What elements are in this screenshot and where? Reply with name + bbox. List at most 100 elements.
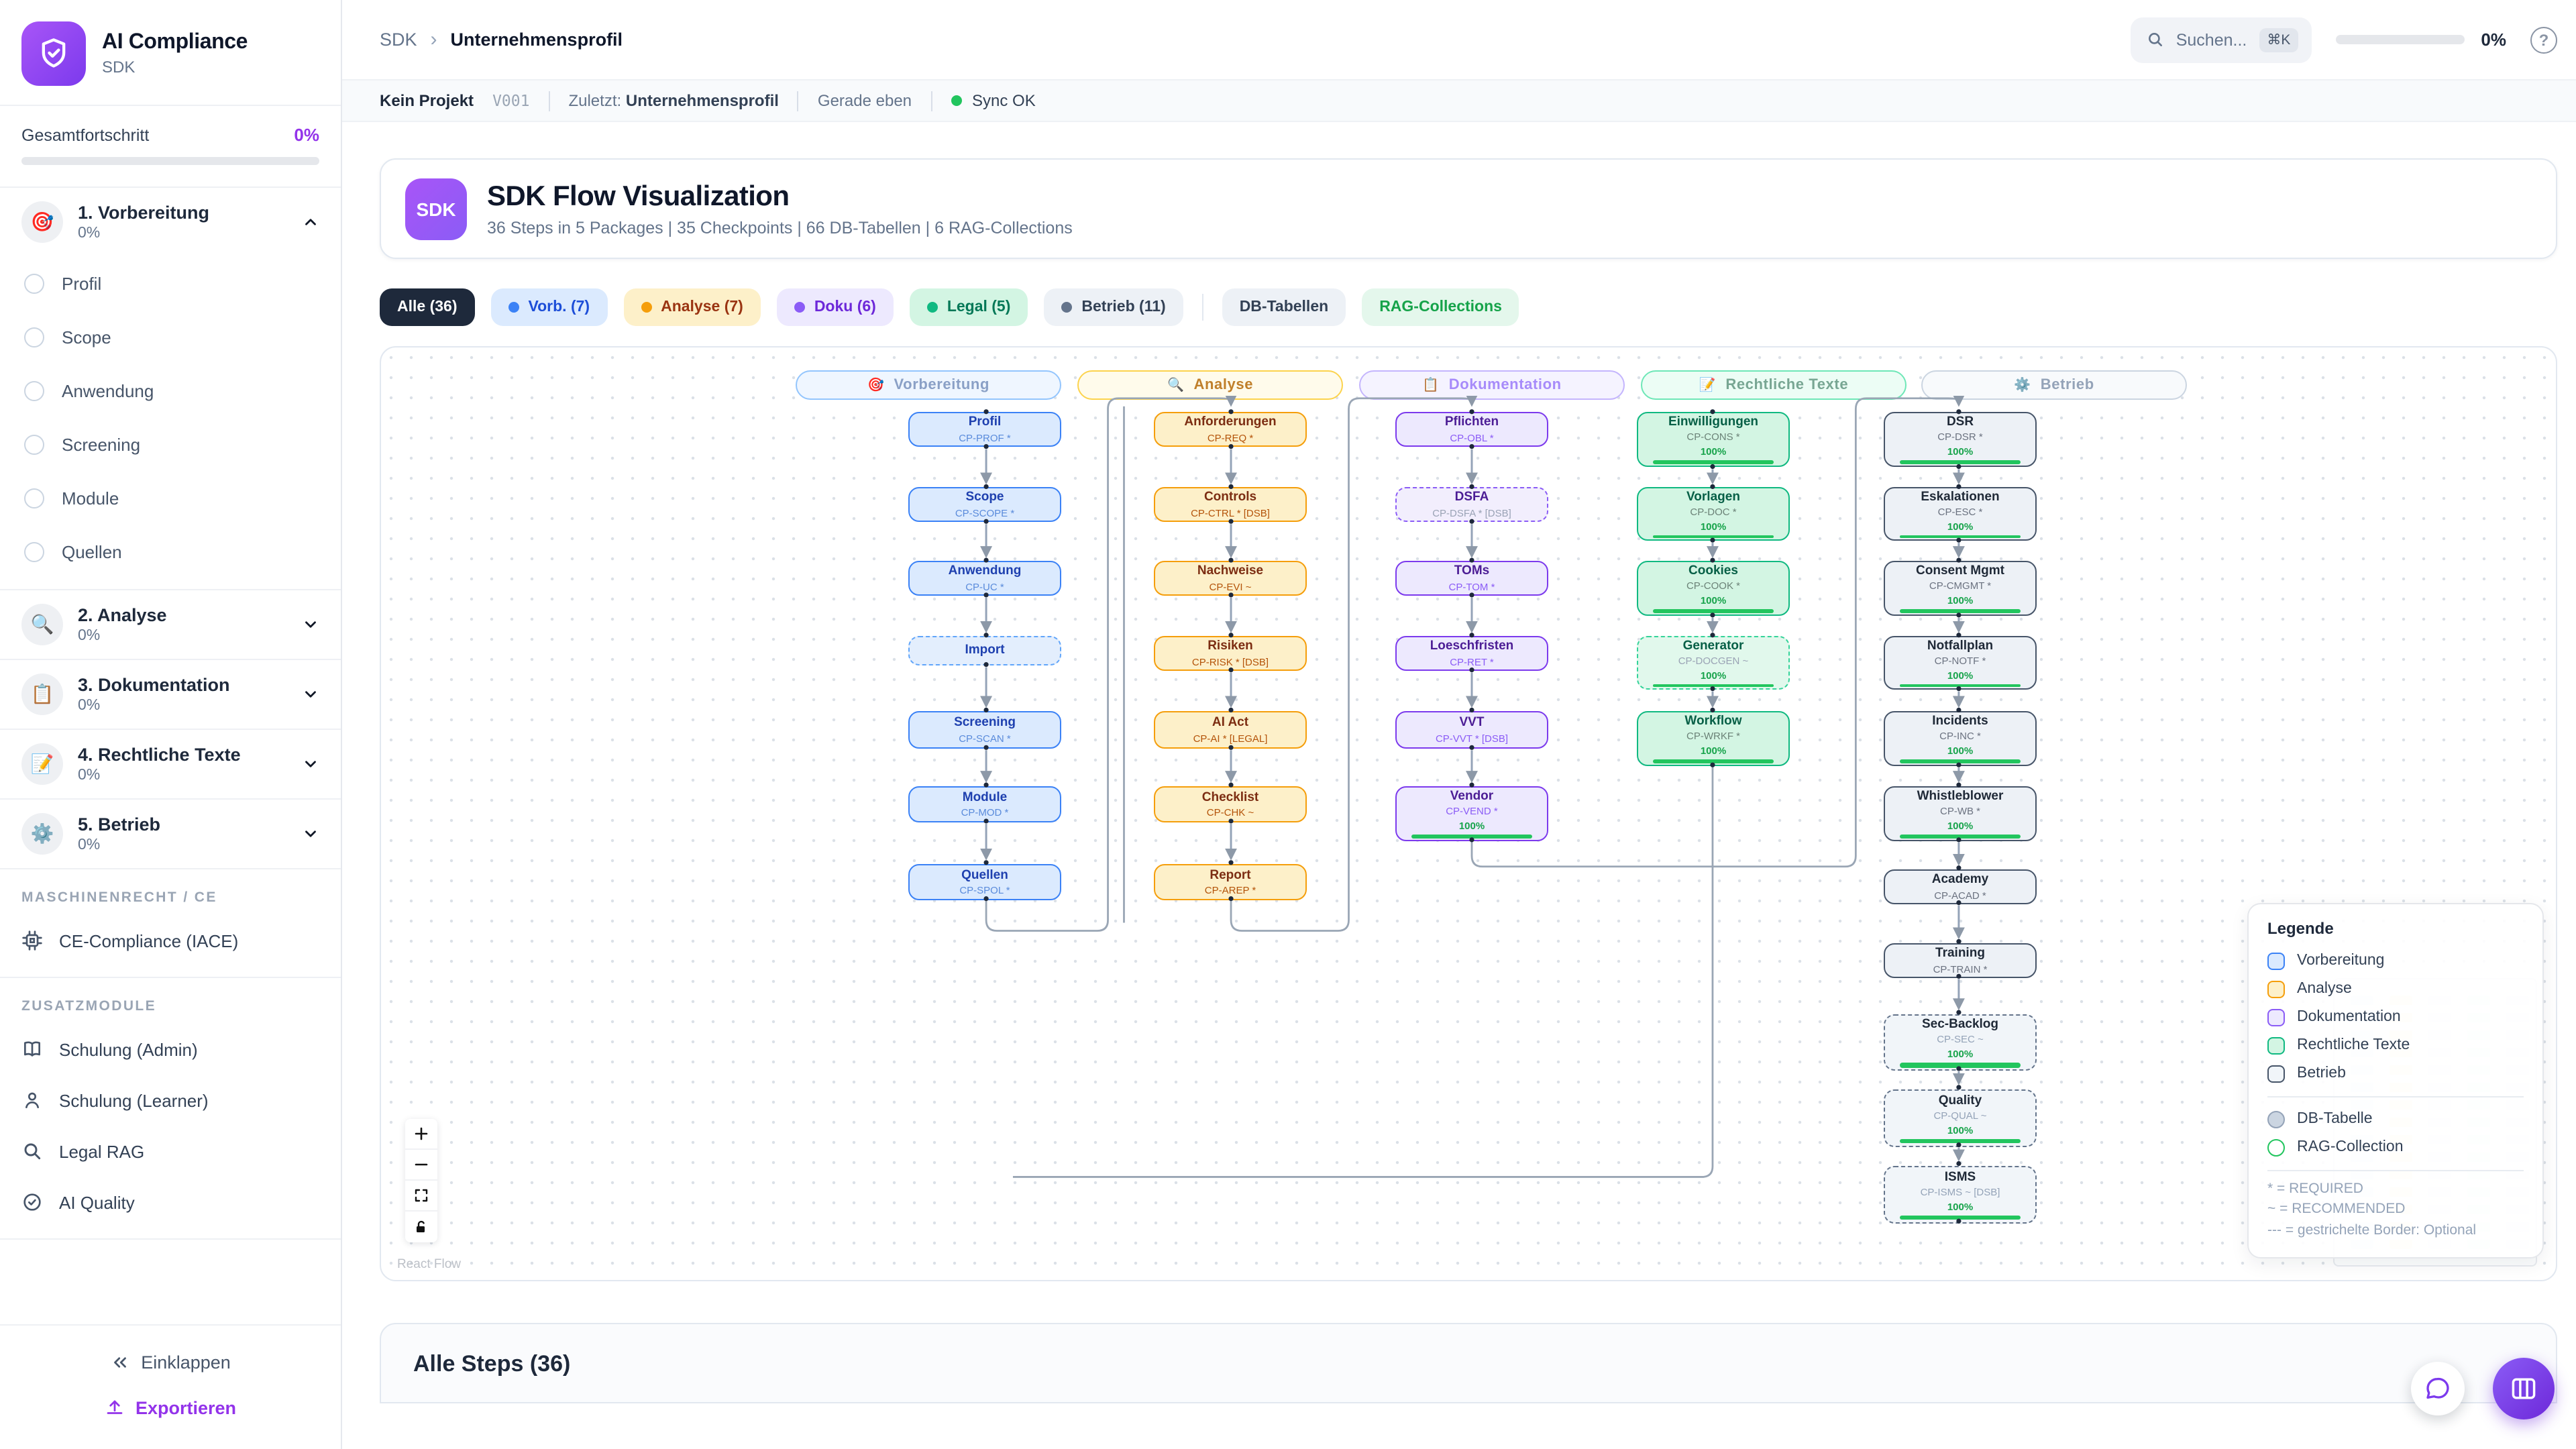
sidebar-item-schulung-admin-[interactable]: Schulung (Admin) — [0, 1024, 341, 1075]
version-badge: V001 — [492, 91, 530, 110]
sidebar-item-screening[interactable]: Screening — [0, 417, 341, 471]
filter-chip-db[interactable]: DB-Tabellen — [1222, 288, 1346, 326]
collapse-button[interactable]: Einklappen — [0, 1339, 341, 1385]
progress-label: Gesamtfortschritt — [21, 125, 150, 144]
filter-chip-rag[interactable]: RAG-Collections — [1362, 288, 1519, 326]
node-checkpoint-id: CP-REQ * — [1207, 431, 1254, 444]
lock-button[interactable] — [405, 1212, 437, 1242]
zoom-out-button[interactable] — [405, 1150, 437, 1181]
node-checkpoint-id: CP-WRKF * — [1686, 730, 1740, 743]
breadcrumb-root[interactable]: SDK — [380, 30, 417, 50]
legend-label: Vorbereitung — [2297, 953, 2385, 969]
column-title: Vorbereitung — [894, 377, 989, 393]
filter-chip-doku[interactable]: Doku (6) — [776, 288, 894, 326]
header-progress-value: 0% — [2481, 30, 2506, 50]
legend-circle-rag — [2267, 1138, 2285, 1156]
chat-button[interactable] — [2411, 1362, 2465, 1415]
node-progress-bar — [1900, 460, 2021, 464]
flow-node-import[interactable]: Import — [908, 636, 1061, 665]
filter-chip-analyse[interactable]: Analyse (7) — [623, 288, 761, 326]
legend-item-vorb: Vorbereitung — [2267, 947, 2524, 975]
sidebar-item-module[interactable]: Module — [0, 471, 341, 525]
sidebar-item-quellen[interactable]: Quellen — [0, 525, 341, 578]
column-title: Analyse — [1193, 377, 1254, 393]
filter-chip-all[interactable]: Alle (36) — [380, 288, 475, 326]
node-title: Quellen — [961, 867, 1008, 883]
node-progress-label: 100% — [1947, 745, 1974, 757]
node-progress-label: 100% — [1700, 521, 1727, 533]
sidebar-item-profil[interactable]: Profil — [0, 256, 341, 310]
node-checkpoint-id: CP-RISK * [DSB] — [1191, 655, 1269, 668]
reactflow-controls — [405, 1119, 437, 1242]
sidebar-item-legal-rag[interactable]: Legal RAG — [0, 1126, 341, 1177]
node-title: Workflow — [1684, 714, 1742, 729]
filter-chip-vorb[interactable]: Vorb. (7) — [490, 288, 608, 326]
sidebar-item-ai-quality[interactable]: AI Quality — [0, 1177, 341, 1228]
node-checkpoint-id: CP-TOM * — [1448, 580, 1495, 593]
panel-toggle-button[interactable] — [2493, 1358, 2555, 1419]
legend-title: Legende — [2267, 918, 2334, 937]
package-emoji-icon: 📋 — [1422, 378, 1440, 392]
page-subtitle: 36 Steps in 5 Packages | 35 Checkpoints … — [487, 218, 1073, 237]
chevron-up-icon — [302, 213, 319, 231]
filter-chip-betrieb[interactable]: Betrieb (11) — [1044, 288, 1183, 326]
zoom-in-button[interactable] — [405, 1119, 437, 1150]
progress-value: 0% — [294, 125, 319, 145]
help-icon[interactable]: ? — [2530, 26, 2557, 53]
search-icon — [21, 1140, 43, 1162]
nav-item-label: AI Quality — [59, 1192, 135, 1212]
sidebar-item-scope[interactable]: Scope — [0, 310, 341, 364]
export-button[interactable]: Exportieren — [0, 1385, 341, 1430]
sidebar-item-anwendung[interactable]: Anwendung — [0, 364, 341, 417]
filter-chip-legal[interactable]: Legal (5) — [909, 288, 1028, 326]
sidebar-item-schulung-learner-[interactable]: Schulung (Learner) — [0, 1075, 341, 1126]
legend-swatch-analyse — [2267, 980, 2285, 998]
package-name: 1. Vorbereitung — [78, 202, 210, 223]
sidebar-item-ce-compliance-iace-[interactable]: CE-Compliance (IACE) — [0, 915, 341, 966]
search-button[interactable]: Suchen... ⌘K — [2130, 17, 2312, 62]
fit-view-button[interactable] — [405, 1181, 437, 1212]
